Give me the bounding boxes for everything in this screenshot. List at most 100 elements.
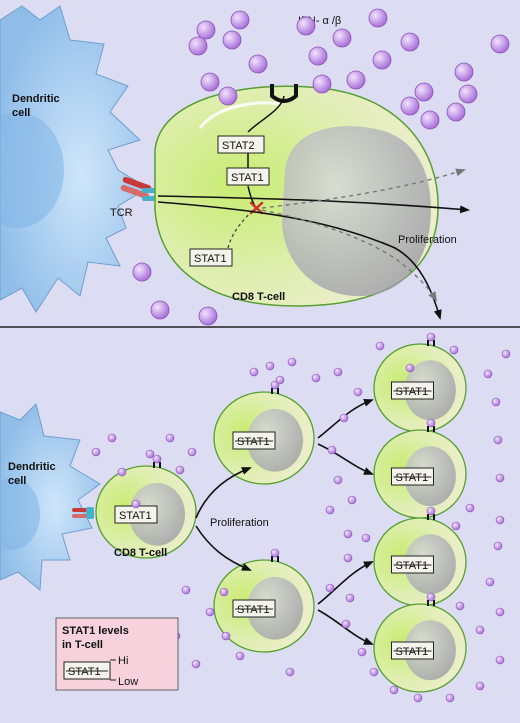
dashed-arrow-1 [261, 168, 466, 209]
ifn-molecule [107, 433, 117, 443]
ifn-molecule [455, 601, 465, 611]
stat1-label-upper: STAT1 [231, 172, 264, 184]
bottom-ifn-molecules [91, 341, 511, 703]
ifn-molecule [187, 447, 197, 457]
dendritic-nucleus [0, 112, 64, 228]
ifn-molecule [285, 667, 295, 677]
ifn-molecule [235, 651, 245, 661]
ifn-molecule [343, 553, 353, 563]
bottom-cd8-t-cell: STAT1 [95, 454, 197, 559]
bottom-cd8-t-cell: STAT1 [373, 332, 467, 433]
ifn-molecule [490, 34, 510, 54]
ifn-molecule [389, 685, 399, 695]
ifn-molecule [311, 373, 321, 383]
ifn-molecule [345, 593, 355, 603]
ifn-molecule [368, 8, 388, 28]
bottom-dendritic-cell [0, 403, 101, 592]
ifn-molecule [333, 367, 343, 377]
bottom-dendritic-label-1: Dendritic [8, 461, 56, 473]
top-tcr-receptor [120, 176, 158, 201]
ifn-molecule [91, 447, 101, 457]
bottom-arrow-g2-c [317, 561, 374, 605]
ifn-molecule [165, 433, 175, 443]
ifn-molecule [495, 655, 505, 665]
ifn-molecule [325, 505, 335, 515]
bottom-arrow-g2-b [317, 443, 374, 475]
ifn-molecule [347, 495, 357, 505]
stat1-label: STAT1 [395, 472, 428, 484]
ifn-molecule [200, 72, 220, 92]
top-cell-highlight [198, 101, 281, 129]
ifn-molecule [485, 577, 495, 587]
ifn-molecule [483, 369, 493, 379]
ifn-molecule [414, 82, 434, 102]
ifn-molecule [287, 357, 297, 367]
top-nucleus [282, 126, 431, 297]
ifn-receptor [426, 332, 436, 346]
ifn-molecule [188, 36, 208, 56]
ifn-molecule [357, 647, 367, 657]
legend-sample-label: STAT1 [68, 666, 101, 678]
stat1-legend: STAT1 levels in T-cell STAT1 Hi Low [55, 617, 179, 691]
ifn-molecule [495, 473, 505, 483]
bottom-cd8-t-cell: STAT1 [213, 548, 315, 653]
ifn-molecule [449, 345, 459, 355]
bottom-cd8-t-cell: STAT1 [373, 418, 467, 519]
bottom-arrow-up [195, 467, 252, 519]
ifn-molecule [222, 30, 242, 50]
ifn-molecule [491, 397, 501, 407]
bottom-cd8-label: CD8 T-cell [114, 547, 167, 559]
ifn-molecule [339, 413, 349, 423]
ifn-molecule [205, 607, 215, 617]
dashed-arrow-2 [261, 209, 438, 302]
legend-title-2: in T-cell [62, 639, 103, 651]
stat1-label-lower: STAT1 [194, 253, 227, 265]
ifn-receptor [426, 592, 436, 606]
ifn-molecule [249, 367, 259, 377]
ifn-molecule [451, 521, 461, 531]
ifn-molecule [230, 10, 250, 30]
bottom-arrow-g2-d [317, 609, 374, 645]
ifn-molecule [445, 693, 455, 703]
bottom-cd8-t-cell: STAT1 [373, 506, 467, 607]
ifn-molecule [275, 375, 285, 385]
ifn-molecule [131, 499, 141, 509]
ifn-molecule [405, 363, 415, 373]
ifn-receptor [426, 418, 436, 432]
top-dendritic-cell [0, 5, 149, 313]
stat2-box [217, 135, 265, 154]
ifn-molecule [150, 300, 170, 320]
stat1-box-upper [226, 167, 270, 186]
stat1-label: STAT1 [237, 604, 270, 616]
ifn-molecule [296, 16, 316, 36]
ifn-molecule [361, 533, 371, 543]
ifn-molecule [117, 467, 127, 477]
ifn-receptor [152, 454, 162, 468]
stat1-box-lower [189, 248, 233, 267]
ifn-molecule [493, 435, 503, 445]
ifn-molecule [145, 449, 155, 459]
ifn-molecule [495, 515, 505, 525]
top-ifn-molecules [132, 8, 510, 326]
tcr-arrow-2 [157, 201, 442, 320]
ifn-molecule [332, 28, 352, 48]
ifn-molecule [446, 102, 466, 122]
stat1-label: STAT1 [395, 560, 428, 572]
ifn-molecule [495, 607, 505, 617]
ifn-molecule [465, 503, 475, 513]
ifn-molecule [196, 20, 216, 40]
bottom-arrow-down [195, 525, 252, 571]
ifn-molecule [372, 50, 392, 70]
ifn-molecule [458, 84, 478, 104]
ifn-molecule [175, 465, 185, 475]
ifn-molecule [501, 349, 511, 359]
signal-line-1 [247, 95, 285, 133]
ifn-molecule [400, 32, 420, 52]
bottom-proliferation-label: Proliferation [210, 517, 269, 529]
ifn-receptor [270, 548, 280, 562]
bottom-tcr-receptor [72, 507, 94, 519]
ifn-molecule [353, 387, 363, 397]
